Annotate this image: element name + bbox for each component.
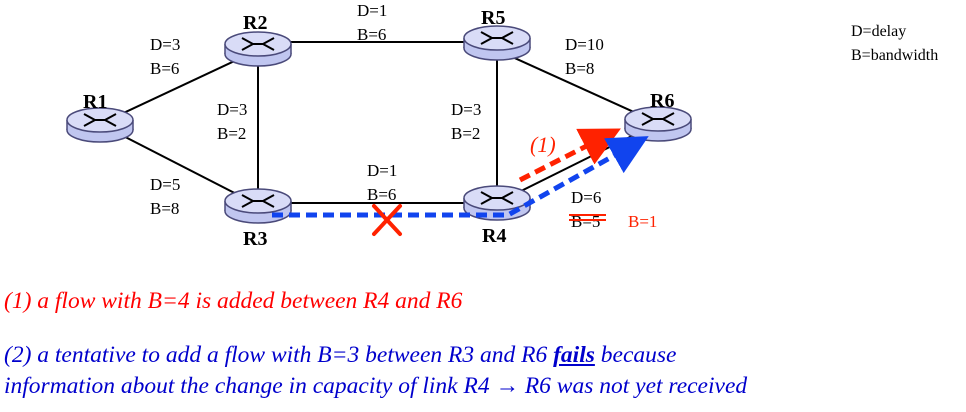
router-icon [641,112,675,126]
network-diagram: R1 R2 R3 R4 R5 R6 D=3 B=6 D=5 B=8 D=3 B=… [66,1,938,250]
router-r5 [463,25,531,61]
link-delay-r3-r4: D=1 [367,161,397,180]
link-delay-r2-r3: D=3 [217,100,247,119]
link-bandwidth-r4-r6-new: B=1 [628,212,657,231]
link-bandwidth-r1-r2: B=6 [150,59,179,78]
flow1-arrow [518,128,621,183]
caption-fails-word: fails [553,342,595,368]
caption-flow2-line3: information about the change in capacity… [4,373,748,399]
router-r1 [66,107,134,143]
router-icon [241,37,275,51]
router-label-r3: R3 [243,228,267,250]
router-label-r5: R5 [481,7,505,29]
link-bandwidth-r1-r3: B=8 [150,199,179,218]
link-delay-r2-r5: D=1 [357,1,387,20]
caption-flow2: (2) a tentative to add a flow with B=3 b… [4,340,747,402]
router-label-r6: R6 [650,90,674,112]
router-icon [480,31,514,45]
failure-cross-icon [372,204,402,236]
link-bandwidth-r2-r5: B=6 [357,25,386,44]
link-bandwidth-r5-r4: B=2 [451,124,480,143]
router-r3 [224,188,292,224]
link-bandwidth-r2-r3: B=2 [217,124,246,143]
link-r5-r6 [496,49,659,124]
router-icon [83,113,117,127]
link-bandwidth-r4-r6-old: B=5 [571,212,600,231]
link-bandwidth-r5-r6: B=8 [565,59,594,78]
caption-flow2-part2: because [594,342,677,368]
link-delay-r5-r4: D=3 [451,100,481,119]
router-label-r4: R4 [482,225,506,247]
link-delay-r5-r6: D=10 [565,35,604,54]
caption-flow2-part1: (2) a tentative to add a flow with B=3 b… [4,342,554,368]
router-icon [480,191,514,205]
flow2-arrow [272,136,649,218]
router-label-r2: R2 [243,12,267,34]
legend-delay: D=delay [851,23,906,40]
link-delay-r1-r3: D=5 [150,175,180,194]
router-label-r1: R1 [83,91,107,113]
link-r1-r2 [99,49,259,125]
caption-flow1: (1) a flow with B=4 is added between R4 … [4,288,463,314]
flow1-label: (1) [530,132,556,157]
router-r2 [224,31,292,67]
link-bandwidth-r3-r4: B=6 [367,185,396,204]
router-icon [241,194,275,208]
legend-bandwidth: B=bandwidth [851,47,938,64]
router-r6 [624,106,692,142]
link-delay-r4-r6: D=6 [571,188,601,207]
link-delay-r1-r2: D=3 [150,35,180,54]
